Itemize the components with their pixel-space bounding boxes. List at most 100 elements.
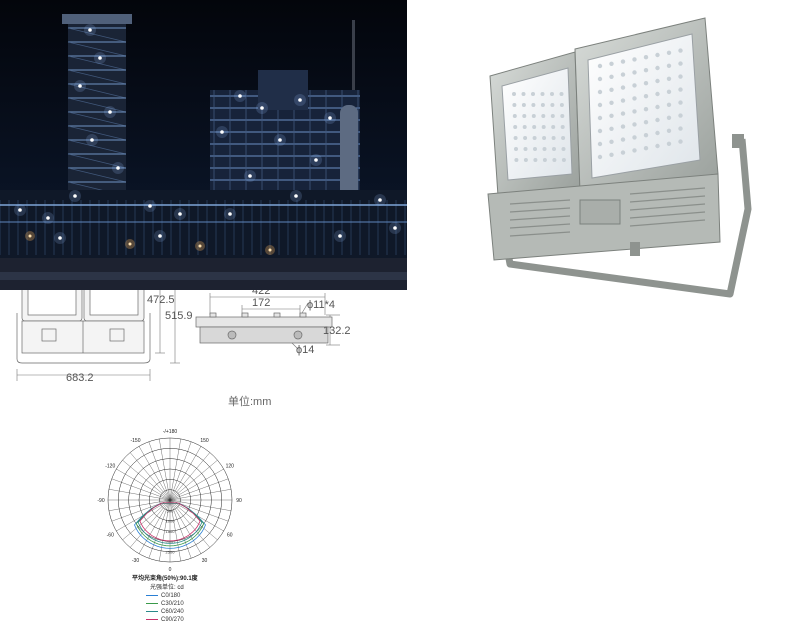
- tower-brace: [67, 111, 127, 127]
- legend-label: C90/270: [161, 617, 184, 623]
- led-dot: [561, 158, 566, 162]
- beam-angle-text: 平均光束角(50%):90.1度: [132, 576, 198, 582]
- chimney: [352, 20, 355, 140]
- led-dot: [655, 117, 660, 123]
- led-dot: [559, 92, 564, 96]
- polar-spoke: [169, 446, 202, 501]
- led-dot: [632, 70, 637, 75]
- led-dot: [620, 150, 626, 155]
- led-dot: [609, 113, 614, 119]
- led-dot: [551, 136, 556, 140]
- led-dot: [531, 114, 536, 118]
- tower-brace: [67, 153, 127, 169]
- light-point: [248, 174, 252, 178]
- led-dot: [597, 63, 603, 69]
- legend-label: C30/210: [161, 601, 184, 607]
- dimension-drawing-side: [195, 293, 340, 350]
- tower-left: [68, 20, 126, 210]
- dimension-height-body: 472.5: [147, 294, 175, 306]
- led-dot: [521, 92, 526, 96]
- polar-angle-label: 30: [202, 558, 208, 564]
- led-dot: [655, 78, 660, 84]
- industrial-plant-night-photo: [0, 0, 407, 290]
- led-dot: [643, 107, 649, 112]
- led-dot: [597, 115, 603, 121]
- polar-ring-label: 2500: [166, 550, 176, 555]
- polar-spoke: [169, 478, 229, 501]
- led-dot: [597, 128, 603, 134]
- led-dot: [533, 147, 537, 151]
- led-dot: [655, 65, 660, 71]
- led-dot: [512, 114, 517, 118]
- led-dot: [620, 85, 626, 90]
- led-dot: [632, 96, 637, 101]
- polar-spoke: [122, 460, 171, 501]
- led-dot: [666, 115, 672, 121]
- dimension-mount-hole: ϕ11*4: [307, 299, 335, 311]
- led-dot: [514, 158, 519, 162]
- polar-spoke: [138, 446, 171, 501]
- led-dot: [678, 113, 683, 118]
- polar-angle-label: 120: [226, 464, 235, 470]
- polar-spoke: [159, 438, 171, 501]
- unit-label: 单位:mm: [228, 396, 272, 408]
- led-dot: [532, 136, 537, 140]
- intensity-unit-text: 光强单位: cd: [150, 585, 184, 591]
- polar-curve: [135, 502, 205, 547]
- light-point: [78, 84, 82, 88]
- led-dot: [643, 133, 649, 138]
- polar-angle-label: -/+180: [163, 429, 178, 435]
- dimension-cable-entry: ϕ14: [296, 344, 315, 356]
- led-dot: [597, 102, 603, 108]
- light-point: [378, 198, 382, 202]
- led-dot: [678, 100, 683, 105]
- tower-brace: [67, 69, 127, 85]
- led-dot: [541, 114, 546, 118]
- led-dot: [655, 130, 660, 136]
- tower-top: [62, 14, 132, 24]
- legend-swatch: [146, 602, 158, 604]
- light-point: [98, 56, 102, 60]
- led-dot: [560, 114, 565, 118]
- polar-spoke: [116, 468, 171, 501]
- polar-angle-label: -90: [97, 498, 104, 504]
- led-dot: [522, 125, 527, 129]
- led-dot: [542, 136, 547, 140]
- light-point: [158, 234, 162, 238]
- light-point: [260, 106, 264, 110]
- led-dot: [609, 61, 614, 66]
- led-dot: [561, 147, 566, 151]
- led-dot: [531, 92, 535, 96]
- polar-spoke: [169, 441, 192, 501]
- led-dot: [522, 114, 527, 118]
- polar-spoke: [169, 499, 210, 548]
- polar-spoke: [130, 452, 171, 501]
- led-dot: [533, 158, 538, 162]
- legend-label: C0/180: [161, 593, 181, 599]
- legend-item: C90/270: [146, 616, 184, 624]
- light-point-warm: [268, 248, 272, 252]
- led-dot: [620, 98, 626, 103]
- light-point-warm: [28, 234, 32, 238]
- light-point: [116, 166, 120, 170]
- led-dot: [559, 103, 564, 107]
- led-dot: [560, 125, 565, 129]
- legend-item: C30/210: [146, 600, 184, 608]
- road: [0, 272, 407, 280]
- polar-spoke: [169, 468, 224, 501]
- floodlight-product-render: [487, 17, 752, 298]
- led-dot: [632, 122, 637, 127]
- polar-ring-label: 2000: [166, 539, 176, 544]
- polar-ring-label: 1000: [166, 519, 176, 524]
- led-dot: [620, 59, 626, 64]
- led-dot: [666, 76, 672, 81]
- polar-spoke: [169, 499, 181, 562]
- led-dot: [643, 146, 649, 151]
- led-dot: [678, 61, 683, 66]
- led-dot: [643, 120, 649, 125]
- light-point: [73, 194, 77, 198]
- dimension-height-total: 515.9: [165, 310, 193, 322]
- led-dot: [550, 92, 554, 96]
- led-dot: [620, 137, 626, 142]
- legend-item: C0/180: [146, 592, 184, 600]
